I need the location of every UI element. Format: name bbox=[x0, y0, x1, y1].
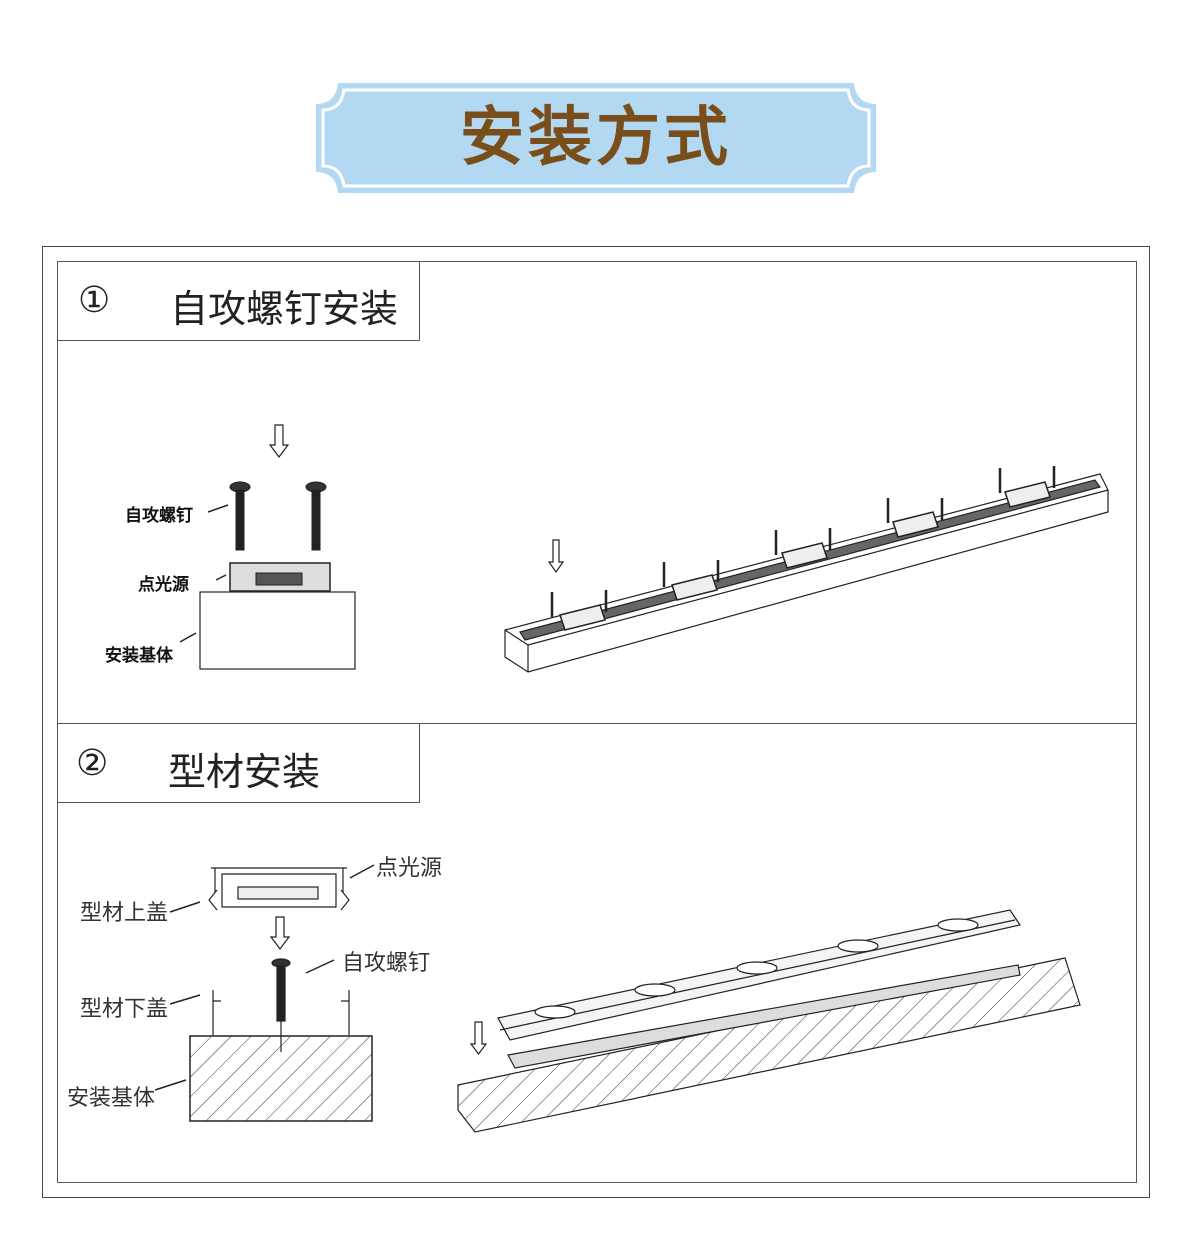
inner-frame bbox=[57, 261, 1137, 1183]
section-divider bbox=[57, 723, 1137, 724]
section1-number: ① bbox=[78, 280, 111, 321]
section2-rail-drawing bbox=[457, 909, 1081, 1133]
outer-frame bbox=[42, 246, 1150, 1198]
section1-header bbox=[57, 261, 420, 341]
label-bottom-cover: 型材下盖 bbox=[80, 997, 169, 1022]
label-top-cover: 型材上盖 bbox=[80, 901, 169, 926]
section2-header bbox=[57, 723, 420, 803]
section1-rail-drawing bbox=[504, 466, 1109, 673]
section2-number: ② bbox=[76, 743, 109, 784]
label-screw: 自攻螺钉 bbox=[342, 951, 431, 976]
label-base: 安装基体 bbox=[105, 646, 173, 666]
label-base: 安装基体 bbox=[67, 1086, 156, 1111]
section2-detail-drawing bbox=[154, 864, 375, 1122]
section1-detail-drawing bbox=[179, 424, 356, 670]
section1-heading: 自攻螺钉安装 bbox=[170, 287, 399, 331]
section2-heading: 型材安装 bbox=[168, 750, 321, 794]
label-screw: 自攻螺钉 bbox=[125, 506, 193, 526]
label-light-source: 点光源 bbox=[138, 575, 189, 595]
page-title: 安装方式 bbox=[460, 100, 732, 175]
label-light-source: 点光源 bbox=[376, 856, 443, 881]
